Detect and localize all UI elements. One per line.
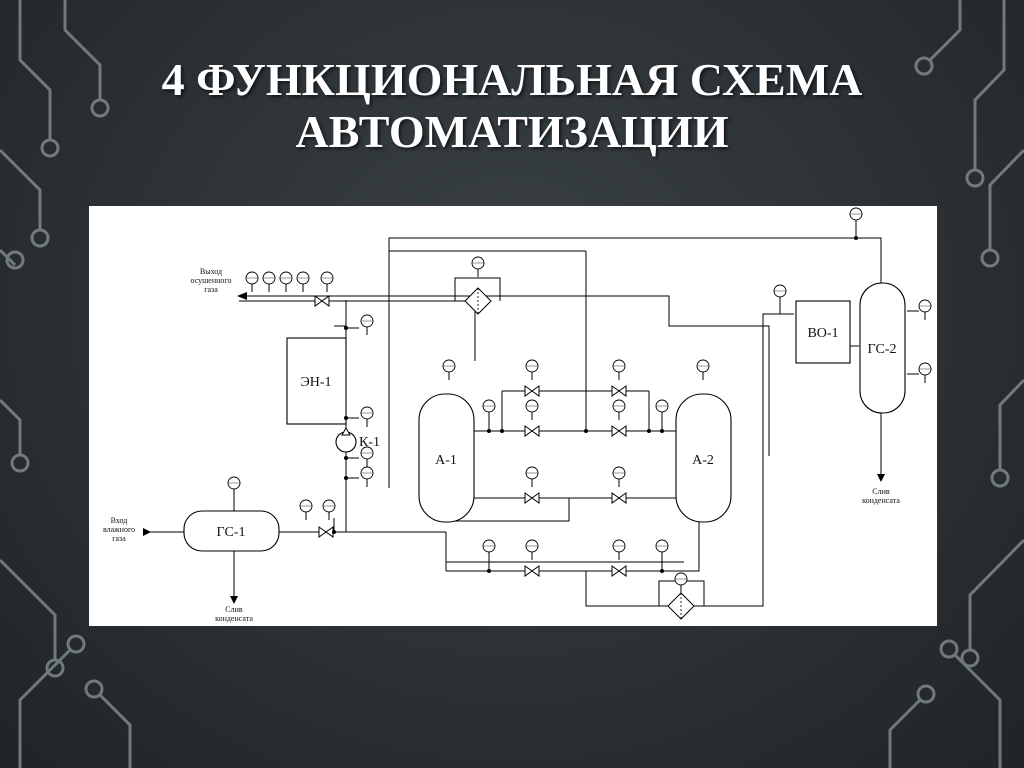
vessel-a2 (675, 393, 732, 523)
note-drain2-line1: Слив (872, 487, 890, 496)
diagram-panel: ГС-1 ЭН-1 К-1 А-1 А-2 ВО-1 ГС-2 Выход ос… (89, 206, 937, 626)
note-inlet-line1: Вход (111, 516, 128, 525)
note-drain2-line2: конденсата (862, 496, 900, 505)
label-gs2: ГС-2 (868, 342, 897, 357)
slide-title-line-1: 4 ФУНКЦИОНАЛЬНАЯ СХЕМА (161, 54, 863, 105)
note-drain1-line1: Слив (225, 605, 243, 614)
label-k1: К-1 (359, 435, 380, 450)
slide-title-line-2: АВТОМАТИЗАЦИИ (295, 106, 729, 157)
label-vo1: ВО-1 (807, 326, 838, 341)
note-outlet-line3: газа (204, 285, 218, 294)
label-a1: А-1 (435, 453, 457, 468)
vessel-vo1 (795, 300, 851, 364)
automation-scheme: ГС-1 ЭН-1 К-1 А-1 А-2 ВО-1 ГС-2 Выход ос… (103, 207, 932, 623)
vessel-a1 (418, 393, 475, 523)
note-inlet-line2: влажного (103, 525, 135, 534)
label-en1: ЭН-1 (300, 375, 331, 390)
vessel-en1 (286, 337, 347, 425)
note-drain1-line2: конденсата (215, 614, 253, 623)
note-outlet-line2: осушенного (191, 276, 232, 285)
label-gs1: ГС-1 (217, 525, 246, 540)
note-inlet-line3: газа (112, 534, 126, 543)
label-a2: А-2 (692, 453, 714, 468)
vessel-gs2 (859, 282, 906, 414)
note-outlet-line1: Выход (200, 267, 222, 276)
vessel-gs1 (183, 510, 280, 552)
